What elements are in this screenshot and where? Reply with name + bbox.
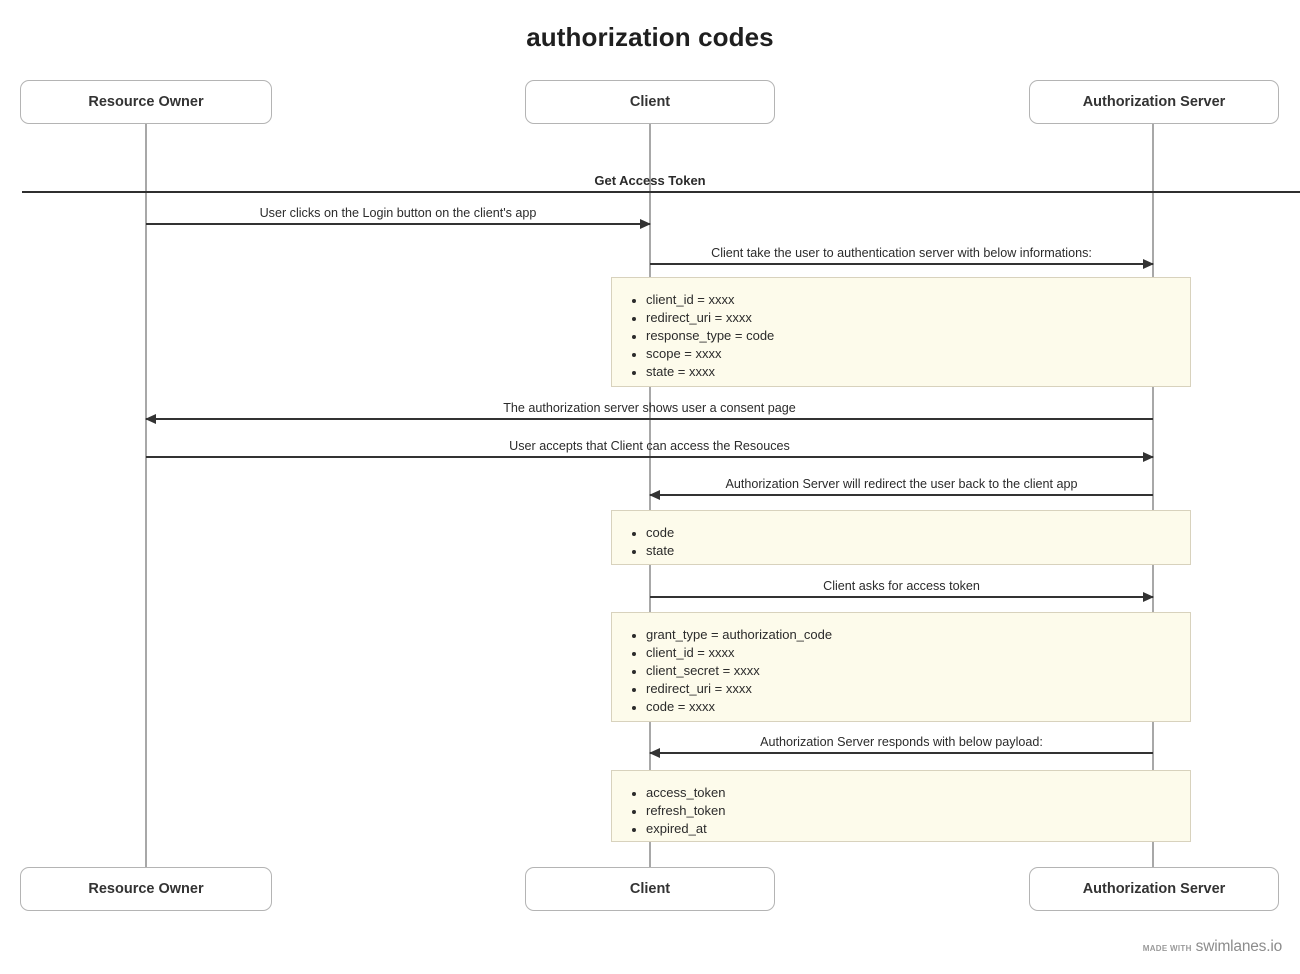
note-list-item: code [646,524,1190,542]
participant-label: Client [629,881,671,897]
note-list-item: client_id = xxxx [646,291,1190,309]
participant-client-top[interactable]: Client [525,80,775,124]
participant-label: Authorization Server [1082,94,1226,110]
message-label: Authorization Server responds with below… [760,735,1043,749]
note-list-item: response_type = code [646,327,1190,345]
watermark-made-with-label: Made with [1142,944,1192,953]
message-msg-user-clicks-login[interactable]: User clicks on the Login button on the c… [146,199,651,229]
note-list-item: redirect_uri = xxxx [646,680,1190,698]
message-label: Client take the user to authentication s… [711,246,1092,260]
message-msg-consent-page[interactable]: The authorization server shows user a co… [145,394,1153,424]
note-list: grant_type = authorization_codeclient_id… [612,613,1190,729]
section-label-get-access-token: Get Access Token [594,173,706,188]
participant-resource-owner-bottom[interactable]: Resource Owner [20,867,272,911]
section-divider-get-access-token [22,191,1300,193]
message-label: Client asks for access token [823,579,980,593]
note-list-item: refresh_token [646,802,1190,820]
message-label: The authorization server shows user a co… [503,401,796,415]
participant-resource-owner-top[interactable]: Resource Owner [20,80,272,124]
note-list-item: client_secret = xxxx [646,662,1190,680]
note-note-authorize-request-params: client_id = xxxxredirect_uri = xxxxrespo… [611,277,1191,387]
page-title: authorization codes [526,22,774,52]
note-note-token-response-payload: access_tokenrefresh_tokenexpired_at [611,770,1191,842]
message-msg-client-takes-user-to-auth-server[interactable]: Client take the user to authentication s… [650,239,1154,269]
watermark[interactable]: Made with swimlanes.io [1143,938,1282,956]
lifeline-resource-owner [145,124,147,867]
note-list-item: expired_at [646,820,1190,838]
arrow-head-icon [145,414,156,424]
participant-authorization-server-top[interactable]: Authorization Server [1029,80,1279,124]
note-list-item: code = xxxx [646,698,1190,716]
message-msg-auth-server-responds[interactable]: Authorization Server responds with below… [649,728,1153,758]
note-list-item: client_id = xxxx [646,644,1190,662]
message-label: User clicks on the Login button on the c… [259,206,537,220]
note-list-item: access_token [646,784,1190,802]
participant-label: Authorization Server [1082,881,1226,897]
participant-authorization-server-bottom[interactable]: Authorization Server [1029,867,1279,911]
note-list-item: grant_type = authorization_code [646,626,1190,644]
arrow-head-icon [1143,452,1154,462]
message-line [650,595,1153,598]
arrow-head-icon [649,748,660,758]
watermark-brand-label: swimlanes.io [1195,938,1283,955]
lifeline-authorization-server [1152,124,1154,867]
note-note-redirect-params: codestate [611,510,1191,565]
arrow-head-icon [1143,259,1154,269]
message-line [146,222,650,225]
message-line [146,455,1153,458]
note-list-item: state = xxxx [646,363,1190,381]
participant-client-bottom[interactable]: Client [525,867,775,911]
arrow-head-icon [649,490,660,500]
message-line [650,751,1153,754]
participant-label: Client [629,94,671,110]
note-list-item: redirect_uri = xxxx [646,309,1190,327]
message-line [650,493,1153,496]
message-line [146,417,1153,420]
participant-label: Resource Owner [88,94,204,110]
message-msg-client-asks-token[interactable]: Client asks for access token [650,572,1154,602]
message-msg-user-accepts[interactable]: User accepts that Client can access the … [146,432,1154,462]
note-list: client_id = xxxxredirect_uri = xxxxrespo… [612,278,1190,394]
message-msg-redirect-back-to-client[interactable]: Authorization Server will redirect the u… [649,470,1153,500]
arrow-head-icon [1143,592,1154,602]
message-label: Authorization Server will redirect the u… [725,477,1078,491]
message-line [650,262,1153,265]
arrow-head-icon [640,219,651,229]
note-note-token-request-params: grant_type = authorization_codeclient_id… [611,612,1191,722]
note-list: access_tokenrefresh_tokenexpired_at [612,771,1190,851]
participant-label: Resource Owner [88,881,204,897]
message-label: User accepts that Client can access the … [509,439,790,453]
note-list-item: state [646,542,1190,560]
note-list: codestate [612,511,1190,573]
note-list-item: scope = xxxx [646,345,1190,363]
